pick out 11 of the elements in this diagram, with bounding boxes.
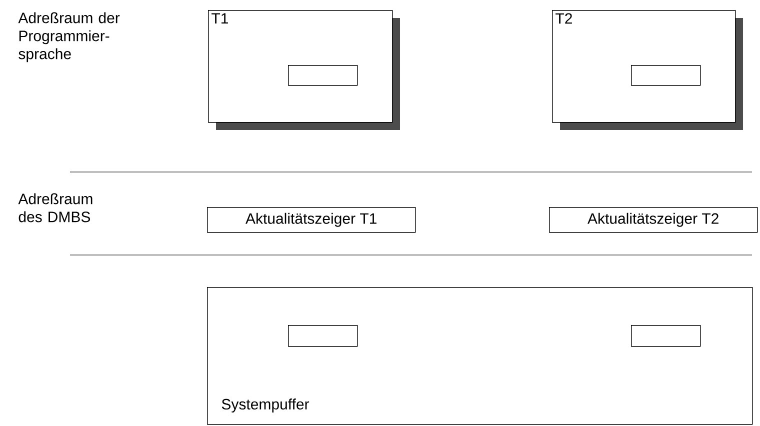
labeled-box: Systempuffer [207,287,753,425]
empty-box [288,65,358,86]
area-label: Adreßraum der Programmier- sprache [18,12,120,62]
area-label: Adreßraum des DMBS [18,193,92,222]
empty-box [631,65,701,86]
empty-box [631,325,701,347]
labeled-box: Aktualitätszeiger T1 [207,207,416,233]
empty-box [288,325,358,347]
shadowed-box: T2 [552,10,743,130]
labeled-box: Aktualitätszeiger T2 [549,207,758,233]
shadowed-box: T1 [208,10,400,130]
